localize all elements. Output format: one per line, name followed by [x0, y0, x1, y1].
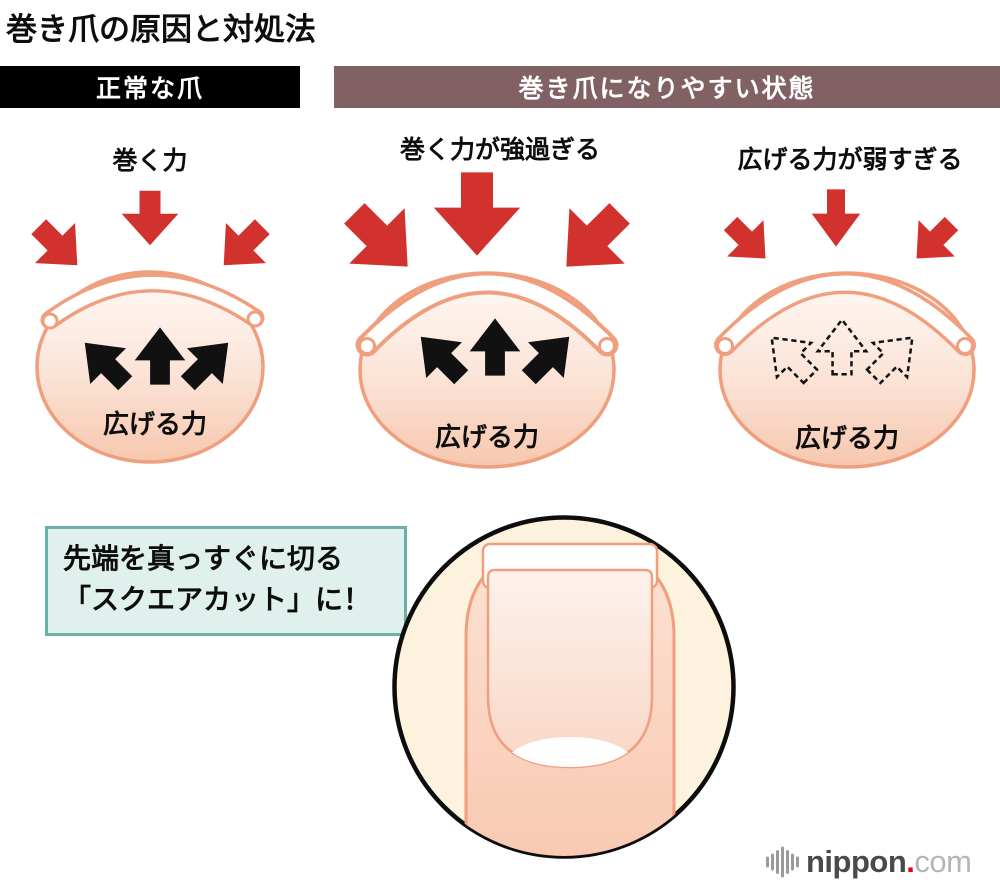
fingertip-top-view — [464, 542, 676, 856]
curl-force-arrows-icon — [712, 189, 970, 277]
diagram3-top-label: 広げる力が弱すぎる — [737, 146, 963, 174]
lunula — [506, 737, 634, 767]
logo-wordmark: nippon.com — [806, 844, 972, 880]
diagram2-bottom-label: 広げる力 — [434, 422, 539, 452]
diagram3-toe-graphic — [712, 189, 976, 469]
nail-plate — [486, 568, 654, 769]
advice-line-2: 「スクエアカット」に！ — [63, 583, 372, 615]
diagram1-toe-graphic — [20, 190, 280, 464]
page-title: 巻き爪の原因と対処法 — [6, 12, 316, 47]
logo-dot: . — [906, 844, 915, 879]
square-cut-advice-box: 先端を真っすぐに切る 「スクエアカット」に！ — [45, 526, 407, 636]
diagram3-bottom-label: 広げる力 — [794, 423, 899, 453]
header-normal-nail: 正常な爪 — [0, 66, 300, 108]
header-normal-nail-label: 正常な爪 — [95, 75, 204, 103]
logo-primary: nippon — [806, 844, 907, 879]
diagram2-top-label: 巻く力が強過ぎる — [399, 136, 600, 164]
advice-line-1: 先端を真っすぐに切る — [63, 543, 344, 574]
nippon-logo: nippon.com — [765, 842, 972, 882]
soundwave-icon — [766, 846, 799, 878]
toe-cross-section-curled — [714, 271, 976, 469]
diagram1-bottom-label: 広げる力 — [102, 409, 207, 439]
diagram1-top-label: 巻く力 — [112, 147, 188, 175]
logo-secondary: com — [914, 844, 972, 879]
toe-cross-section — [35, 270, 265, 464]
header-prone-state-label: 巻き爪になりやすい状態 — [518, 75, 816, 103]
header-prone-state: 巻き爪になりやすい状態 — [334, 66, 1000, 108]
diagram2-toe-graphic — [340, 172, 648, 469]
square-cut-nail-illustration — [392, 515, 736, 859]
